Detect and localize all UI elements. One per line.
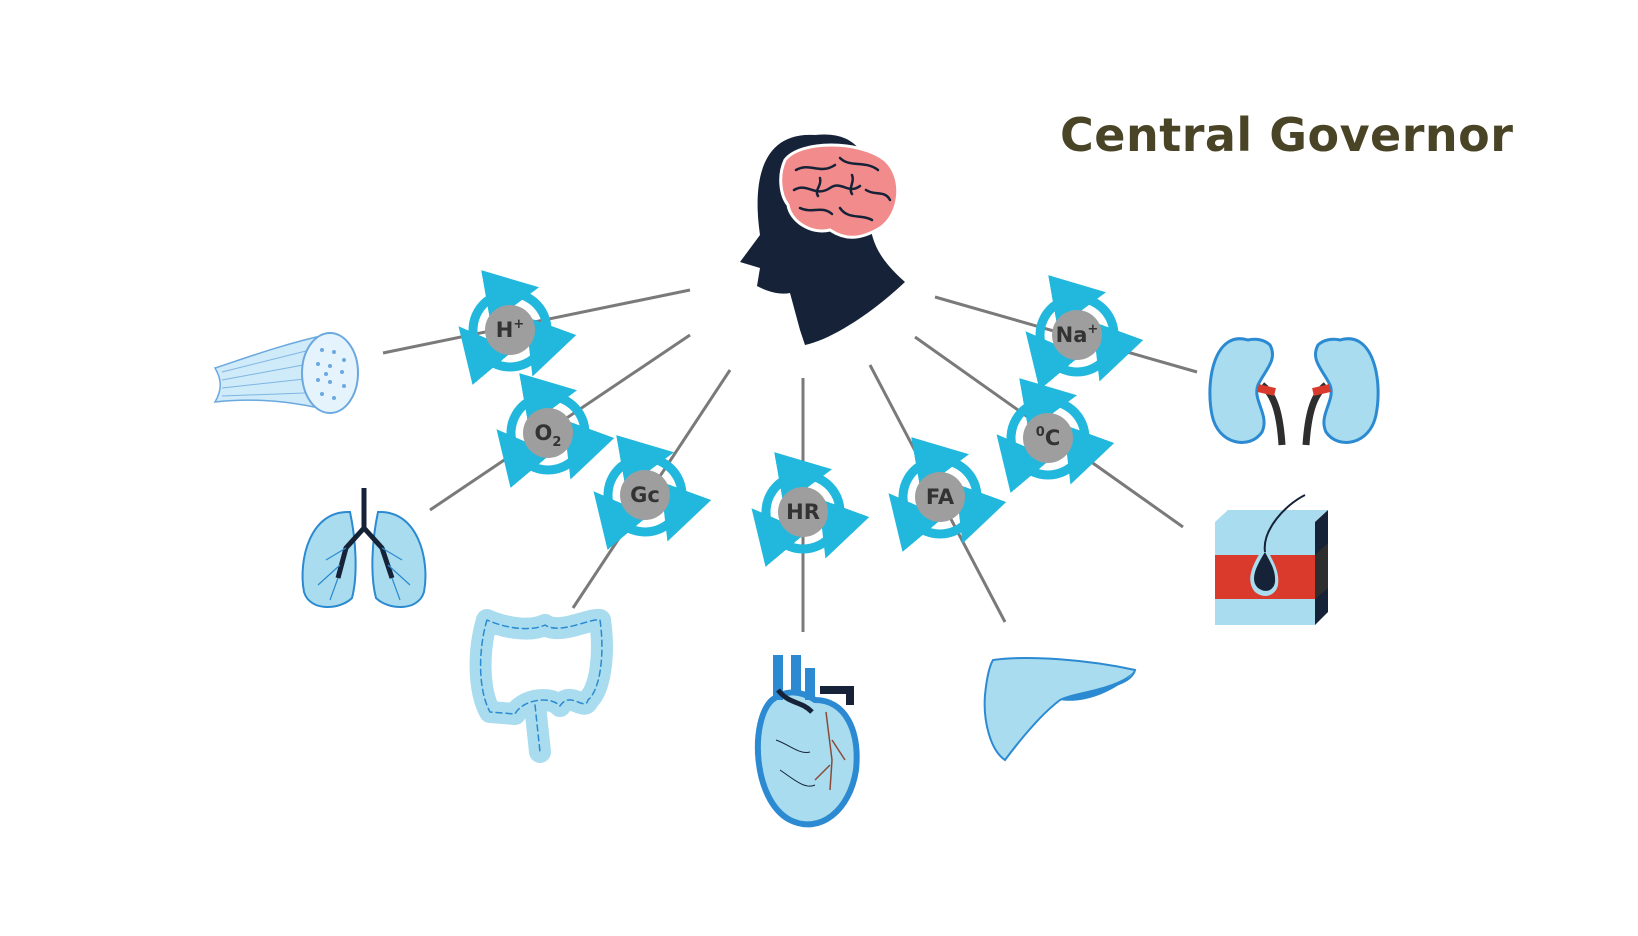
- cycle-node-gc: Gc: [593, 435, 712, 550]
- node-label-temp: 0C: [1036, 425, 1060, 450]
- cycle-arrows-icon: [888, 437, 1007, 552]
- node-label-text: O: [535, 421, 553, 445]
- node-label-text: HR: [786, 500, 820, 524]
- cycle-arrows-icon: [458, 270, 577, 385]
- node-label-na: Na+: [1056, 322, 1099, 347]
- lungs-icon: [301, 488, 427, 609]
- cycle-arrows-icon: [751, 452, 870, 567]
- node-disc: [620, 470, 670, 520]
- node-disc: [1052, 310, 1102, 360]
- cycle-node-hr: HR: [751, 452, 870, 567]
- cycle-arrows-icon: [996, 378, 1115, 493]
- node-label-text: FA: [926, 485, 955, 509]
- cycle-node-fa: FA: [888, 437, 1007, 552]
- node-label-o2: O2: [535, 421, 562, 450]
- node-disc: [523, 408, 573, 458]
- node-disc: [778, 487, 828, 537]
- node-label-hr: HR: [786, 500, 820, 524]
- node-label-text: H: [496, 318, 514, 342]
- intestine-icon: [469, 608, 613, 763]
- node-label-superscript: +: [513, 317, 524, 332]
- node-label-pre-superscript: 0: [1036, 425, 1045, 440]
- cycle-arrows-icon: [593, 435, 712, 550]
- kidneys-icon: [1208, 337, 1380, 446]
- node-label-subscript: 2: [552, 435, 561, 450]
- node-label-text: Gc: [630, 483, 660, 507]
- cycle-arrows-icon: [1025, 275, 1144, 390]
- cycle-node-o2: O2: [496, 373, 615, 488]
- head-with-brain-icon: [740, 134, 905, 345]
- cycle-node-temp: 0C: [996, 378, 1115, 493]
- cycle-node-h: H+: [458, 270, 577, 385]
- node-label-gc: Gc: [630, 483, 660, 507]
- node-label-text: Na: [1056, 323, 1088, 347]
- node-label-text: C: [1045, 426, 1060, 450]
- heart-icon: [754, 655, 860, 828]
- node-label-fa: FA: [926, 485, 955, 509]
- node-label-superscript: +: [1087, 322, 1098, 337]
- node-disc: [915, 472, 965, 522]
- node-disc: [1023, 413, 1073, 463]
- skin-icon: [1215, 494, 1328, 625]
- muscle-fiber-icon: [213, 332, 359, 414]
- diagram-title: Central Governor: [1060, 108, 1514, 162]
- cycle-arrows-icon: [496, 373, 615, 488]
- cycle-node-na: Na+: [1025, 275, 1144, 390]
- node-label-h: H+: [496, 317, 524, 342]
- node-disc: [485, 305, 535, 355]
- liver-icon: [983, 657, 1137, 762]
